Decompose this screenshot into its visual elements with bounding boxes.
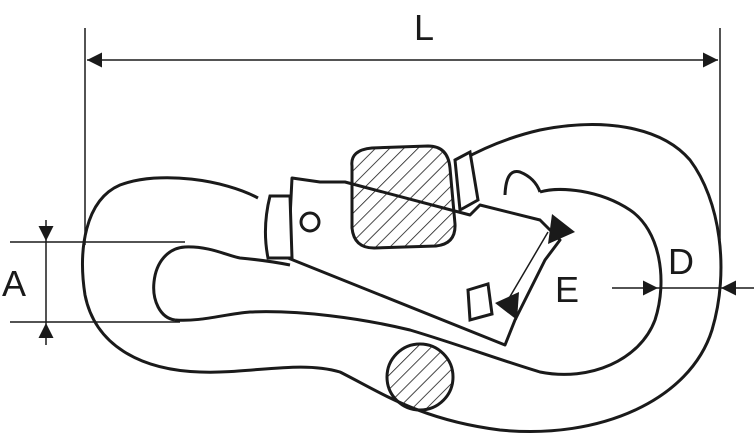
dimension-label-A: A bbox=[2, 263, 27, 304]
hinge-block bbox=[263, 194, 294, 260]
hook-eye-inner-lower bbox=[174, 187, 663, 376]
latch-tip bbox=[466, 282, 494, 322]
dimension-label-D: D bbox=[668, 241, 694, 282]
pivot-pin bbox=[299, 211, 321, 233]
dimension-label-L: L bbox=[414, 7, 435, 48]
dim-E-arrowhead-top bbox=[548, 214, 575, 244]
dimension-label-E: E bbox=[555, 269, 580, 310]
hook-eye-inner bbox=[152, 245, 291, 322]
spring-collar bbox=[453, 149, 480, 213]
hatched-cross-section bbox=[385, 342, 455, 412]
dim-E-line bbox=[507, 231, 549, 301]
nose-arc bbox=[503, 170, 542, 196]
dim-E-arrowhead-bottom bbox=[495, 292, 519, 320]
hatched-sleeve bbox=[350, 144, 457, 250]
